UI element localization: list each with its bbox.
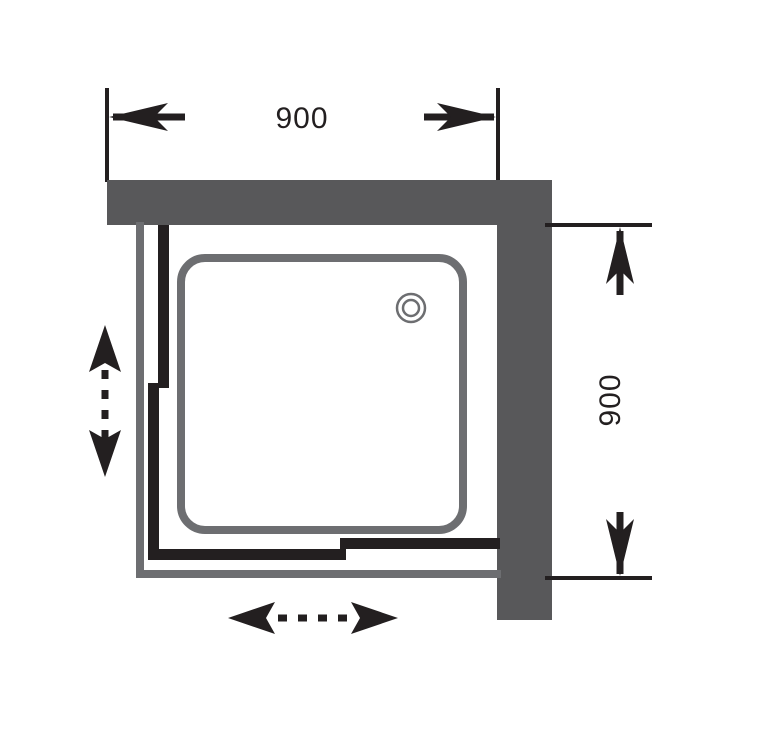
- door-panel-vertical-sliding[interactable]: [148, 383, 159, 560]
- right-dimension-label: 900: [594, 373, 627, 426]
- right-dimension-group: 900: [545, 223, 652, 580]
- shower-tray-outline: [177, 254, 467, 534]
- door-panel-bottom-sliding-right[interactable]: [340, 538, 500, 549]
- top-dimension-arrowhead-right: [437, 103, 496, 131]
- drain-outlet-icon: [395, 292, 427, 324]
- wall-vertical-segment: [497, 180, 552, 620]
- door-panel-vertical-fixed[interactable]: [158, 225, 169, 388]
- horizontal-motion-arrow: [228, 602, 398, 634]
- vertical-motion-arrow: [89, 325, 121, 477]
- enclosure-frame-rail-left: [136, 222, 144, 578]
- right-dimension-arrowhead-down: [606, 519, 634, 576]
- top-dimension-group: 900: [105, 88, 500, 182]
- vertical-motion-arrowhead-up: [89, 325, 121, 372]
- horizontal-motion-arrowhead-right: [351, 602, 398, 634]
- door-panel-bottom-sliding-left[interactable]: [148, 549, 346, 560]
- wall-horizontal-segment: [107, 180, 552, 225]
- horizontal-motion-arrowhead-left: [228, 602, 275, 634]
- drain-outer-circle: [395, 292, 427, 324]
- vertical-motion-arrowhead-down: [89, 430, 121, 477]
- drain-inner-circle: [401, 298, 421, 318]
- top-dimension-label: 900: [275, 102, 328, 135]
- enclosure-frame-rail-bottom: [136, 570, 501, 578]
- right-dimension-arrowhead-up: [606, 227, 634, 284]
- top-dimension-arrowhead-left: [109, 103, 168, 131]
